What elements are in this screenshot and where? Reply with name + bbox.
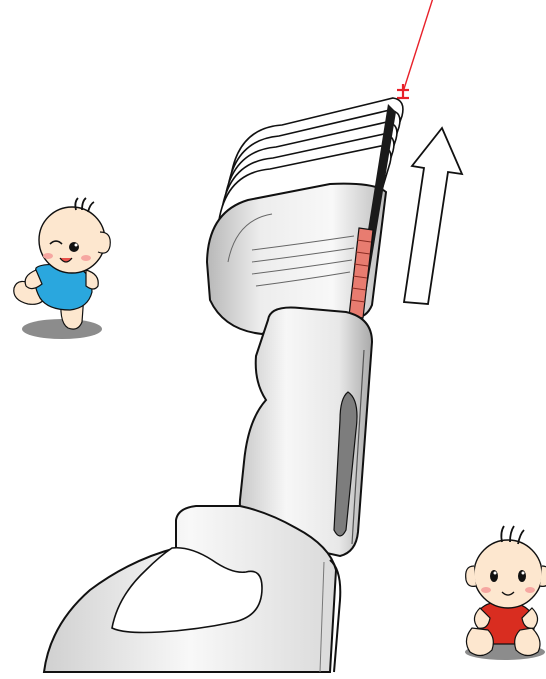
pull-line bbox=[403, 0, 433, 92]
up-arrow-icon bbox=[404, 128, 462, 304]
winking-baby-icon bbox=[14, 198, 111, 339]
pull-handle bbox=[397, 84, 409, 98]
sitting-baby-icon bbox=[465, 526, 546, 660]
